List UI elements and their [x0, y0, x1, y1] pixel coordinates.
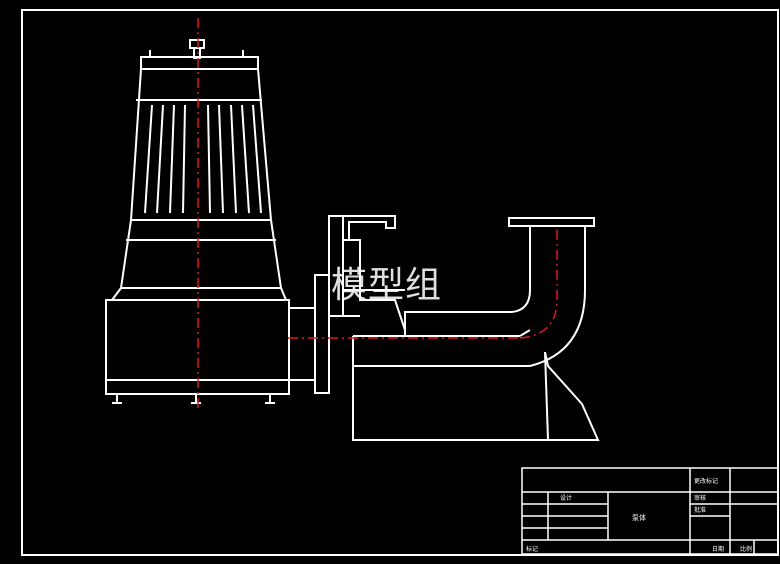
drawing-border — [21, 9, 779, 556]
discharge-centerline — [519, 226, 558, 339]
approval-2: 批准 — [694, 506, 706, 514]
title-block-text: 更改标记 审核 批准 设计 泵体 标记 日期 比例 — [526, 477, 752, 553]
revision-label: 更改标记 — [694, 477, 718, 485]
designer-label: 设计 — [560, 494, 572, 502]
coupling-flange — [288, 215, 406, 394]
footer-right-label: 比例 — [740, 545, 752, 553]
pump-volute — [352, 217, 600, 441]
drawing-name: 泵体 — [632, 513, 646, 522]
centerlines — [197, 18, 558, 408]
footer-mid-label: 日期 — [712, 545, 724, 553]
title-block — [521, 467, 779, 555]
approval-1: 审核 — [694, 494, 706, 502]
footer-left-label: 标记 — [526, 545, 538, 553]
